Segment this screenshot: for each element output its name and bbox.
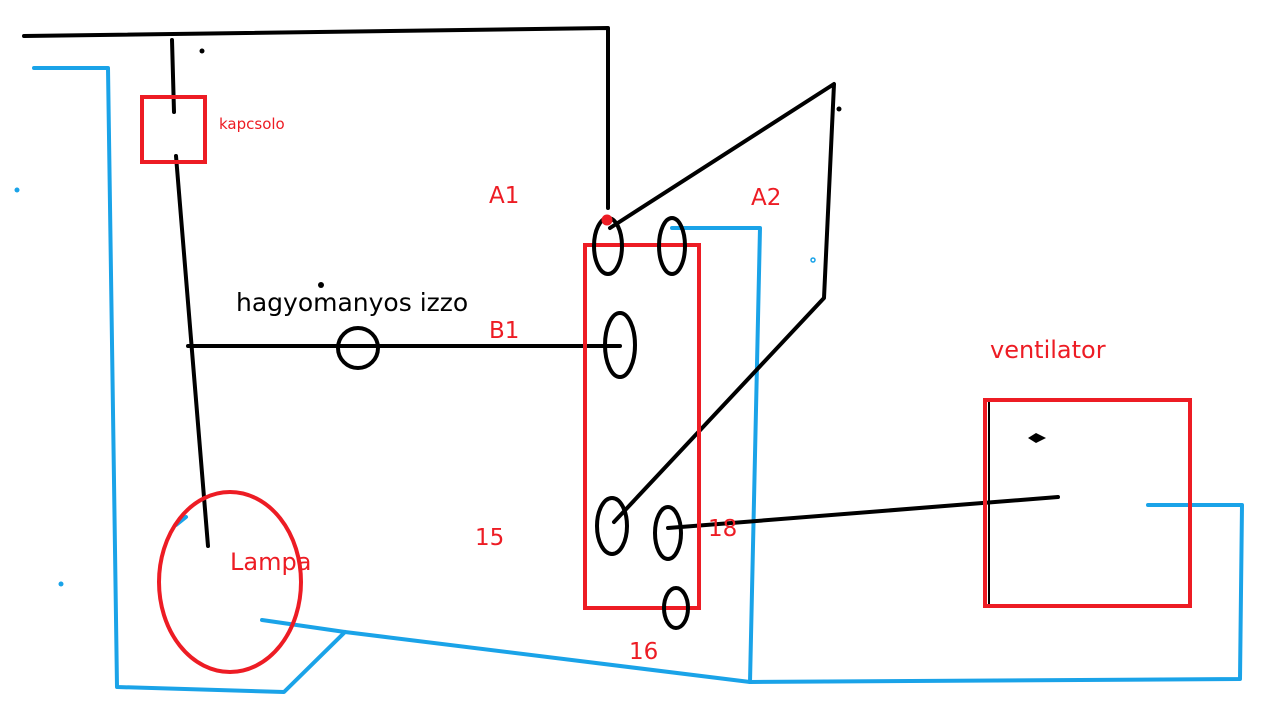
terminal-15 (595, 496, 629, 556)
blue-dot (58, 581, 64, 587)
b1-label: B1 (489, 318, 519, 344)
black-wires (22, 26, 1060, 548)
lamp-symbol (157, 490, 303, 674)
terminal-18-label: 18 (708, 516, 737, 542)
a2-label: A2 (751, 185, 781, 211)
relay-body (583, 243, 701, 610)
blue-wire-lamp-to-relay (260, 618, 752, 684)
black-dots (199, 48, 1046, 443)
blue-dot (14, 187, 20, 193)
lamp-label: Lampa (230, 548, 311, 576)
relay-terminals (592, 216, 690, 630)
black-dot (1028, 433, 1046, 443)
fan-label: ventilator (990, 336, 1106, 364)
terminal-b1 (603, 311, 637, 379)
blue-dots (14, 187, 816, 587)
blue-wires (32, 66, 1244, 694)
black-wire-to-switch (170, 38, 176, 114)
black-wire-18-to-fan (666, 495, 1060, 530)
a1-junction-dot (601, 214, 613, 226)
black-wire-top-feed (22, 26, 610, 210)
terminal-a2 (657, 216, 687, 276)
terminal-16 (662, 586, 690, 630)
black-wire-a1-loop (608, 82, 836, 524)
bulb-label: hagyomanyos izzo (236, 288, 468, 317)
switch-label: kapcsolo (219, 115, 285, 133)
terminal-15-label: 15 (475, 525, 504, 551)
blue-dot (810, 257, 816, 263)
black-dot (318, 282, 324, 288)
a1-label: A1 (489, 183, 519, 209)
bulb-symbol (336, 326, 380, 370)
switch-box (140, 95, 207, 164)
blue-wire-left-loop (32, 66, 347, 694)
black-dot (199, 48, 205, 54)
terminal-16-label: 16 (629, 639, 658, 665)
black-dot (836, 106, 842, 112)
fan-box (983, 398, 1192, 608)
terminal-18 (653, 505, 683, 561)
blue-wire-a2-return (670, 226, 1244, 684)
black-wire-switch-to-lamp (174, 154, 210, 548)
